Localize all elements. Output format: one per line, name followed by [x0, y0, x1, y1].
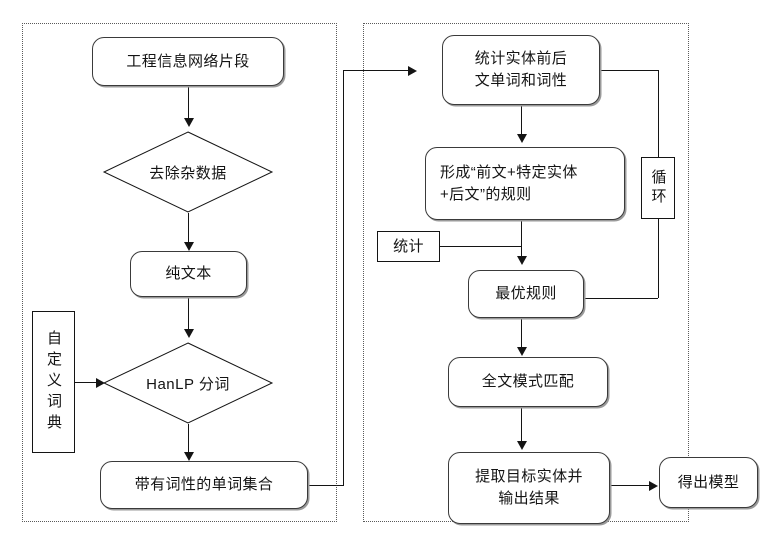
- node-get-model[interactable]: 得出模型: [659, 457, 758, 508]
- arrowhead-formrule-to-bestrule: [517, 256, 527, 265]
- node-source-fragment-label: 工程信息网络片段: [126, 52, 250, 70]
- node-best-rule[interactable]: 最优规则: [468, 270, 584, 318]
- node-form-rule-label: 形成“前文+特定实体 +后文”的规则: [440, 163, 578, 203]
- arrowhead-extract-to-getmodel: [649, 481, 658, 491]
- arrowhead-bestrule-to-fulltext: [517, 347, 527, 356]
- connector-fulltext-to-extract: [521, 407, 522, 444]
- node-source-fragment[interactable]: 工程信息网络片段: [92, 37, 284, 86]
- arrowhead-hanlp-to-wordset: [184, 452, 194, 461]
- connector-bestrule-to-fulltext: [521, 318, 522, 350]
- node-hanlp-segment[interactable]: HanLP 分词: [102, 342, 274, 424]
- connector-dictionary-to-hanlp: [75, 382, 97, 383]
- diamond-shape-remove-noise: [102, 131, 274, 213]
- diamond-shape-hanlp: [102, 342, 274, 424]
- node-remove-noise[interactable]: 去除杂数据: [102, 131, 274, 213]
- node-remove-noise-label: 去除杂数据: [149, 164, 227, 182]
- connector-countcontext-to-formrule: [521, 105, 522, 137]
- node-count-context[interactable]: 统计实体前后 文单词和词性: [442, 35, 600, 105]
- node-fulltext-match-label: 全文模式匹配: [481, 373, 575, 391]
- connector-formrule-to-bestrule: [521, 220, 522, 258]
- arrowhead-countcontext-to-formrule: [517, 134, 527, 143]
- connector-noise-to-plaintext: [188, 213, 189, 245]
- arrowhead-dictionary-to-hanlp: [96, 378, 105, 388]
- node-extract-output[interactable]: 提取目标实体并 输出结果: [448, 452, 610, 524]
- node-statistics-label: 统计: [393, 237, 424, 255]
- node-word-set-with-pos-label: 带有词性的单词集合: [134, 476, 274, 494]
- node-loop-label: 循环: [649, 169, 667, 207]
- connector-source-to-noise: [188, 86, 189, 121]
- arrowhead-noise-to-plaintext: [184, 242, 194, 251]
- connector-extract-to-getmodel: [610, 485, 650, 486]
- connector-wordset-right-segment: [308, 485, 344, 486]
- connector-loop-top-segment: [600, 70, 658, 71]
- connector-statistics-to-mainline: [440, 246, 522, 247]
- preprocessing-panel: [22, 23, 337, 522]
- node-fulltext-match[interactable]: 全文模式匹配: [448, 357, 608, 407]
- node-plain-text[interactable]: 纯文本: [130, 251, 247, 297]
- node-best-rule-label: 最优规则: [495, 285, 557, 303]
- node-form-rule[interactable]: 形成“前文+特定实体 +后文”的规则: [425, 147, 625, 220]
- connector-plaintext-to-hanlp: [188, 297, 189, 332]
- node-count-context-label: 统计实体前后 文单词和词性: [474, 50, 568, 89]
- arrowhead-source-to-noise: [184, 118, 194, 127]
- connector-wordset-top-segment: [343, 70, 409, 71]
- connector-loop-bottom-segment: [584, 298, 658, 299]
- arrowhead-fulltext-to-extract: [517, 441, 527, 450]
- node-extract-output-label: 提取目标实体并 输出结果: [475, 468, 583, 507]
- node-get-model-label: 得出模型: [677, 473, 740, 491]
- connector-hanlp-to-wordset: [188, 424, 189, 455]
- node-custom-dictionary[interactable]: 自定义词典: [32, 311, 75, 453]
- node-loop[interactable]: 循环: [641, 157, 675, 219]
- node-statistics[interactable]: 统计: [377, 231, 440, 262]
- node-word-set-with-pos[interactable]: 带有词性的单词集合: [100, 461, 308, 509]
- arrowhead-wordset-to-count-context: [408, 66, 417, 76]
- node-custom-dictionary-label: 自定义词典: [45, 329, 62, 435]
- node-hanlp-segment-label: HanLP 分词: [146, 375, 230, 393]
- connector-wordset-vertical-segment: [343, 70, 344, 485]
- arrowhead-plaintext-to-hanlp: [184, 329, 194, 338]
- node-plain-text-label: 纯文本: [165, 265, 212, 283]
